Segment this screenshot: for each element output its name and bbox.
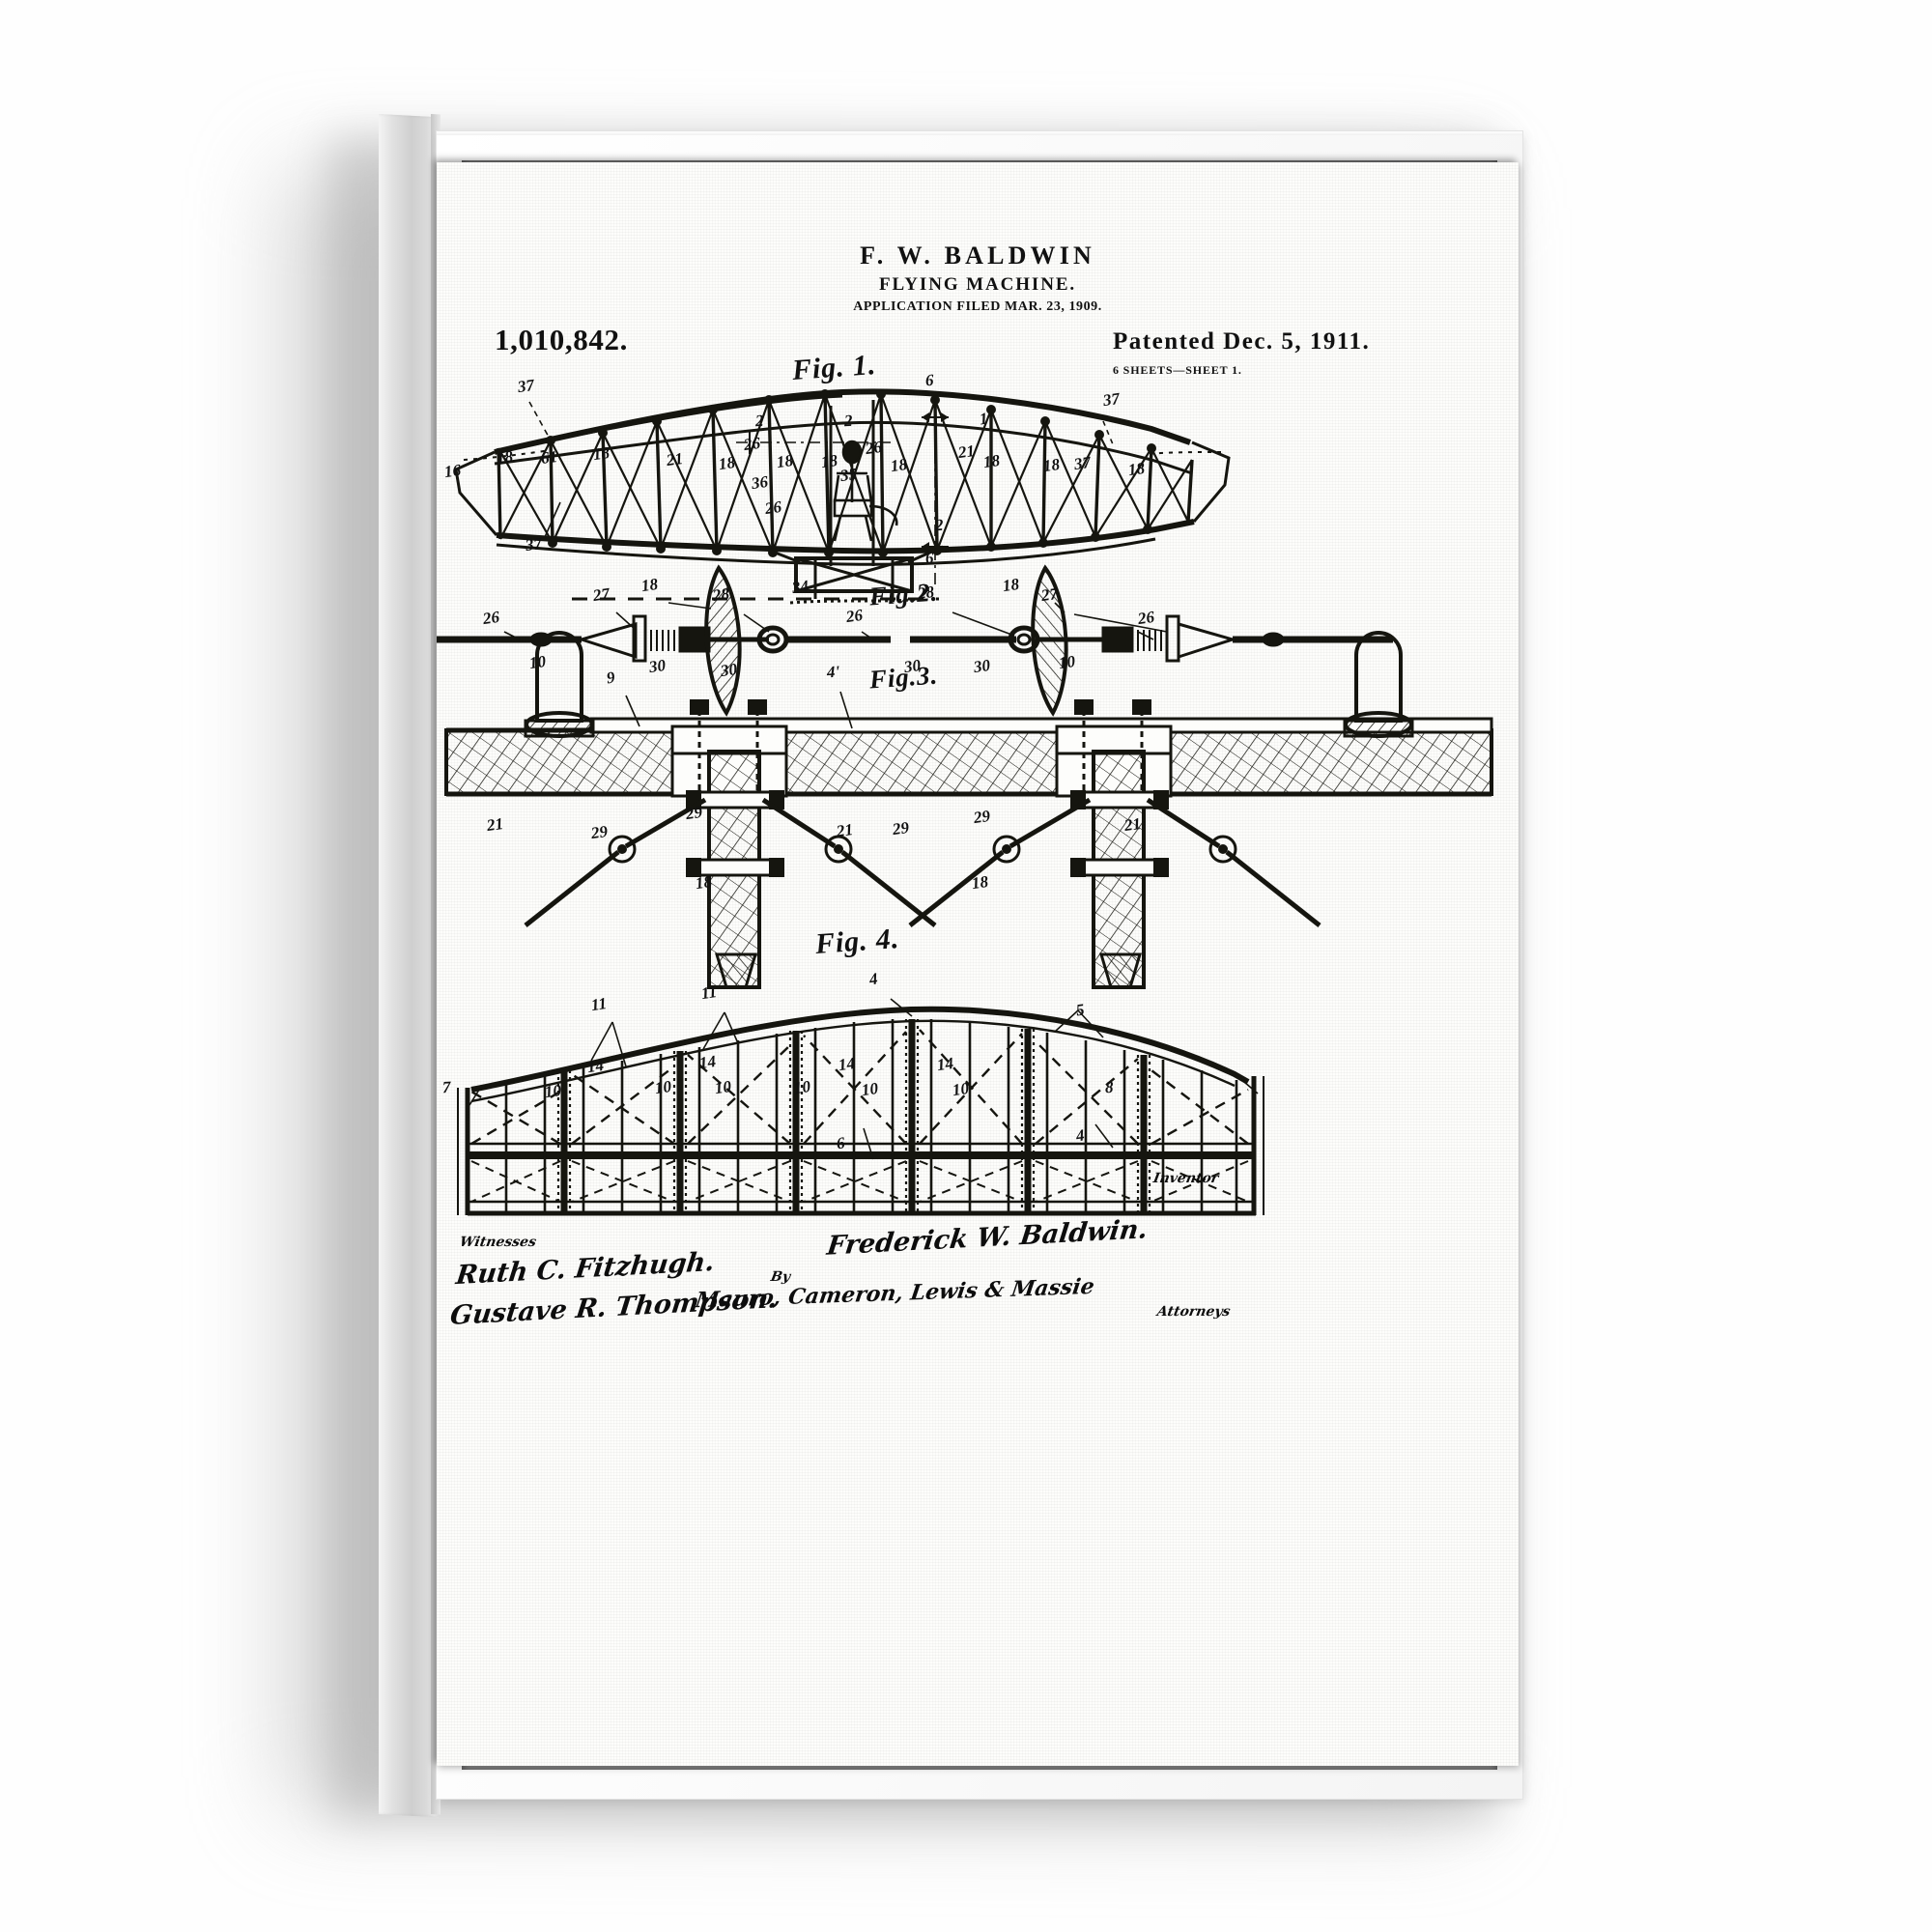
ref-numeral: 16 (442, 460, 463, 482)
ref-numeral: 26 (763, 497, 783, 519)
ref-numeral: 27 (1039, 583, 1060, 606)
ref-numeral: 30 (972, 655, 992, 677)
patent-inventor-header: F. W. BALDWIN (860, 242, 1095, 270)
ref-numeral: 11 (589, 993, 609, 1015)
ref-numeral: 11 (699, 981, 719, 1004)
ref-numeral: 10 (543, 1080, 563, 1102)
ref-numeral: 10 (527, 651, 548, 673)
ref-numeral: 14 (697, 1051, 718, 1073)
ref-numeral: 14 (935, 1053, 955, 1075)
ref-numeral: 10 (792, 1076, 812, 1098)
ref-numeral: 18 (970, 871, 990, 894)
ref-numeral: 29 (684, 802, 704, 824)
ref-numeral: 29 (589, 821, 610, 843)
ref-numeral: 18 (889, 454, 909, 476)
ref-numeral: 6 (924, 370, 934, 390)
ref-numeral: 28 (916, 582, 936, 604)
ref-numeral: 21 (1122, 813, 1143, 836)
ref-numeral: 10 (860, 1078, 880, 1100)
ref-numeral: 10 (951, 1078, 971, 1100)
ref-numeral: 18 (775, 450, 795, 472)
ref-numeral: 30 (647, 655, 668, 677)
ref-numeral: 29 (972, 806, 992, 828)
attorneys-label: Attorneys (1155, 1304, 1232, 1320)
ref-numeral: 21 (835, 819, 855, 841)
ref-numeral: 4' (826, 662, 840, 682)
ref-numeral: 37 (516, 375, 536, 397)
ref-numeral: 10 (653, 1076, 673, 1098)
frame-side-edge (379, 114, 439, 1818)
ref-numeral: 2 (843, 411, 853, 431)
ref-numeral: 28 (711, 583, 731, 606)
ref-numeral: 37 (524, 533, 544, 555)
witnesses-label: Witnesses (458, 1235, 538, 1250)
ref-numeral: 37 (1101, 388, 1122, 411)
ref-numeral: 10 (1057, 651, 1077, 673)
patent-drawing-sheet: F. W. BALDWIN FLYING MACHINE. APPLICATIO… (437, 162, 1519, 1766)
ref-numeral: 8 (1104, 1077, 1114, 1097)
ref-numeral: 18 (1041, 454, 1062, 476)
ref-numeral: 29 (891, 817, 911, 839)
frame-bevel (437, 131, 1522, 135)
ref-numeral: 7 (441, 1077, 451, 1097)
patent-linework (437, 388, 1493, 1216)
ref-numeral: 18 (981, 450, 1002, 472)
ref-numeral: 21 (956, 440, 977, 463)
ref-numeral: 18 (1126, 458, 1147, 480)
ref-numeral: 21 (665, 448, 685, 470)
patent-sheet-count: 6 SHEETS—SHEET 1. (1113, 363, 1242, 377)
ref-numeral: 14 (837, 1053, 857, 1075)
ref-numeral: 37 (1072, 452, 1093, 474)
ref-numeral: 34 (790, 576, 810, 598)
ref-numeral: 30 (719, 659, 739, 681)
canvas-surface: F. W. BALDWIN FLYING MACHINE. APPLICATIO… (437, 162, 1519, 1766)
ref-numeral: 2 (934, 515, 944, 535)
figure-3-drawing (444, 631, 1493, 989)
ref-numeral: 2 (754, 411, 764, 431)
ref-numeral: 26 (864, 437, 884, 459)
ref-numeral: 21 (485, 813, 505, 836)
ref-numeral: 36 (750, 471, 770, 494)
ref-numeral: 18 (717, 452, 737, 474)
ref-numeral: 18 (591, 442, 611, 465)
ref-numeral: 26 (481, 607, 501, 629)
ref-numeral: 14 (585, 1055, 606, 1077)
figure-4-drawing (457, 998, 1264, 1216)
patent-application-line: APPLICATION FILED MAR. 23, 1909. (853, 299, 1102, 314)
canvas-print: F. W. BALDWIN FLYING MACHINE. APPLICATIO… (437, 162, 1519, 1766)
figure-2-drawing (437, 564, 1393, 717)
ref-numeral: 18 (1001, 574, 1021, 596)
ref-numeral: 18 (819, 450, 839, 472)
ref-numeral: 6 (924, 548, 934, 568)
patent-number: 1,010,842. (495, 323, 628, 356)
ref-numeral: 18 (495, 446, 515, 469)
ref-numeral: 30 (902, 655, 923, 677)
ref-numeral: 26 (1136, 607, 1156, 629)
by-label: By (769, 1269, 792, 1285)
ref-numeral: 61 (539, 446, 559, 469)
patent-title: FLYING MACHINE. (878, 274, 1077, 295)
ref-numeral: 10 (713, 1076, 733, 1098)
inventor-label: Inventor (1151, 1171, 1220, 1186)
patent-date: Patented Dec. 5, 1911. (1113, 328, 1371, 355)
ref-numeral: 18 (694, 871, 714, 894)
ref-numeral: 27 (591, 583, 611, 606)
ref-numeral: 26 (742, 433, 762, 455)
figure-1-drawing (454, 388, 1231, 605)
ref-numeral: 26 (844, 605, 865, 627)
ref-numeral: 35 (838, 464, 859, 486)
ref-numeral: 18 (639, 574, 660, 596)
